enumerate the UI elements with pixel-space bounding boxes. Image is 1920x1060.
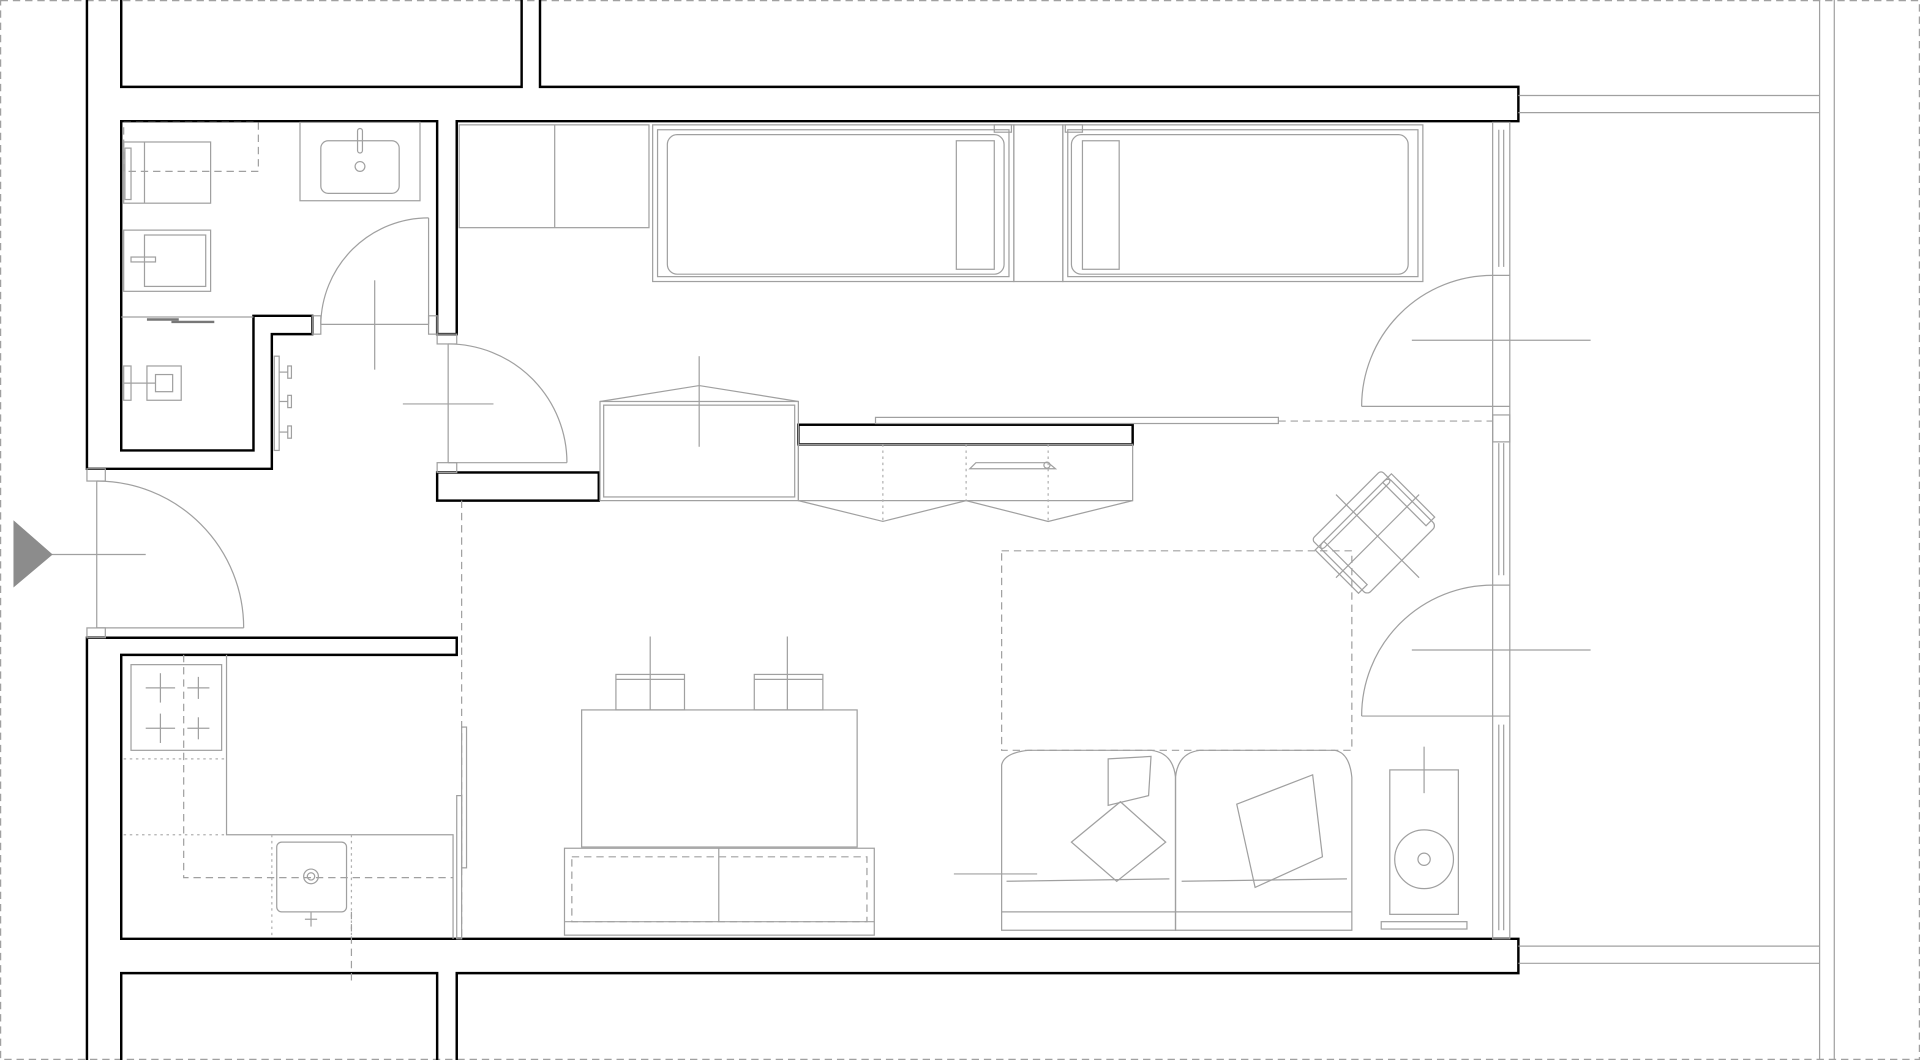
shower-tap <box>123 365 182 401</box>
sofa <box>1001 550 1353 931</box>
balcony-door-lower <box>1361 584 1493 717</box>
cooktop <box>130 664 223 751</box>
cushion <box>1070 800 1167 883</box>
walls <box>85 0 1520 1060</box>
coat-hooks <box>273 355 293 452</box>
exterior-balcony-lines <box>1518 94 1820 964</box>
entrance-door <box>86 468 245 639</box>
cabinet <box>797 443 1134 523</box>
entrance-arrow-icon <box>13 520 53 588</box>
balcony-door-upper <box>1361 274 1493 407</box>
side-table-lamp <box>1380 769 1468 930</box>
toilet <box>123 141 212 204</box>
bathroom-fixtures <box>121 121 421 452</box>
kitchen <box>123 654 468 986</box>
axis-marks <box>22 280 1591 875</box>
doors <box>86 217 1493 717</box>
shower <box>123 229 212 292</box>
nightstand <box>993 124 1084 283</box>
shelf <box>874 416 1493 425</box>
bed-left <box>652 124 1015 283</box>
cushion <box>1107 755 1152 807</box>
washbasin <box>299 121 421 202</box>
bench <box>563 847 875 936</box>
windows <box>1492 121 1511 940</box>
armchair <box>1312 471 1436 595</box>
wardrobe <box>458 124 650 229</box>
cushion <box>1236 773 1324 889</box>
dining-table <box>581 673 858 848</box>
kitchen-sink <box>276 841 348 927</box>
bed-right <box>1062 124 1424 283</box>
